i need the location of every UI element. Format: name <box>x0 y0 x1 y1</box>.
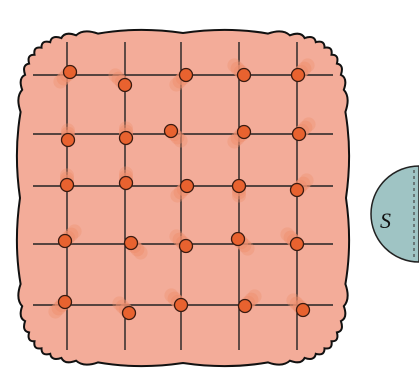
atom <box>120 132 133 145</box>
atom <box>232 233 245 246</box>
atom-r2-c1 <box>61 123 75 146</box>
atom <box>175 299 188 312</box>
side-circle-group: S <box>371 166 419 262</box>
atom <box>180 69 193 82</box>
atom-r3-c4 <box>232 180 246 203</box>
atom <box>123 307 136 320</box>
atom <box>291 238 304 251</box>
side-circle <box>371 166 419 262</box>
atom <box>62 134 75 147</box>
side-circle-label: S <box>380 208 391 233</box>
atom <box>180 240 193 253</box>
atom <box>293 128 306 141</box>
atom <box>120 177 133 190</box>
atom <box>297 304 310 317</box>
atom <box>119 79 132 92</box>
atom <box>125 237 138 250</box>
atom-r2-c2 <box>119 121 133 144</box>
atom <box>233 180 246 193</box>
atom-r3-c1 <box>60 168 74 191</box>
atom <box>61 179 74 192</box>
atom <box>181 180 194 193</box>
atom <box>59 296 72 309</box>
atom-r3-c2 <box>119 166 133 189</box>
atom <box>291 184 304 197</box>
atom <box>292 69 305 82</box>
atom <box>238 69 251 82</box>
atom <box>238 126 251 139</box>
atom <box>59 235 72 248</box>
atom <box>165 125 178 138</box>
atom <box>239 300 252 313</box>
atom <box>64 66 77 79</box>
